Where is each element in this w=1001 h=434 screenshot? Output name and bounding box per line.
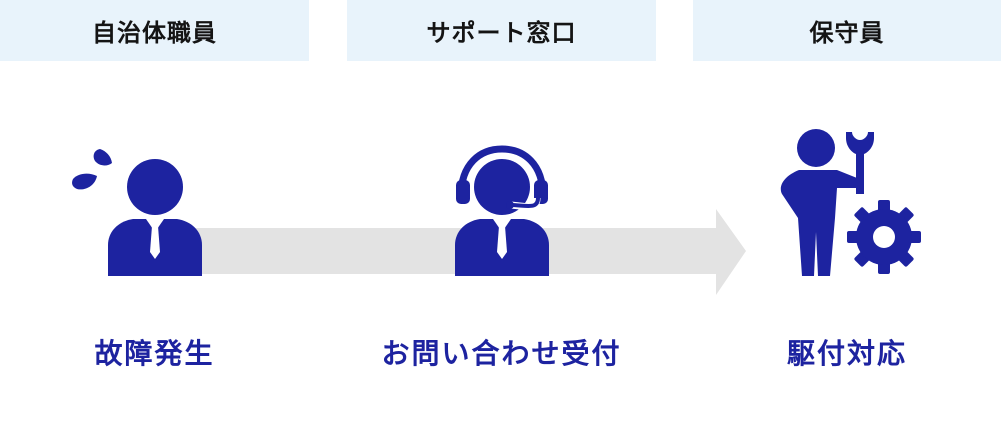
- maintenance-worker-icon: [780, 129, 921, 276]
- header-support-desk: サポート窓口: [347, 0, 656, 61]
- header-maintenance-staff: 保守員: [693, 0, 1001, 61]
- step-label-failure: 故障発生: [94, 337, 215, 370]
- step-label-onsite: 駆付対応: [786, 337, 907, 370]
- headset-operator-icon: [455, 145, 549, 276]
- worried-person-icon: [72, 149, 202, 276]
- header-municipal-staff: 自治体職員: [0, 0, 309, 61]
- step-label-inquiry: お問い合わせ受付: [381, 337, 622, 370]
- flow-arrow: [150, 209, 746, 295]
